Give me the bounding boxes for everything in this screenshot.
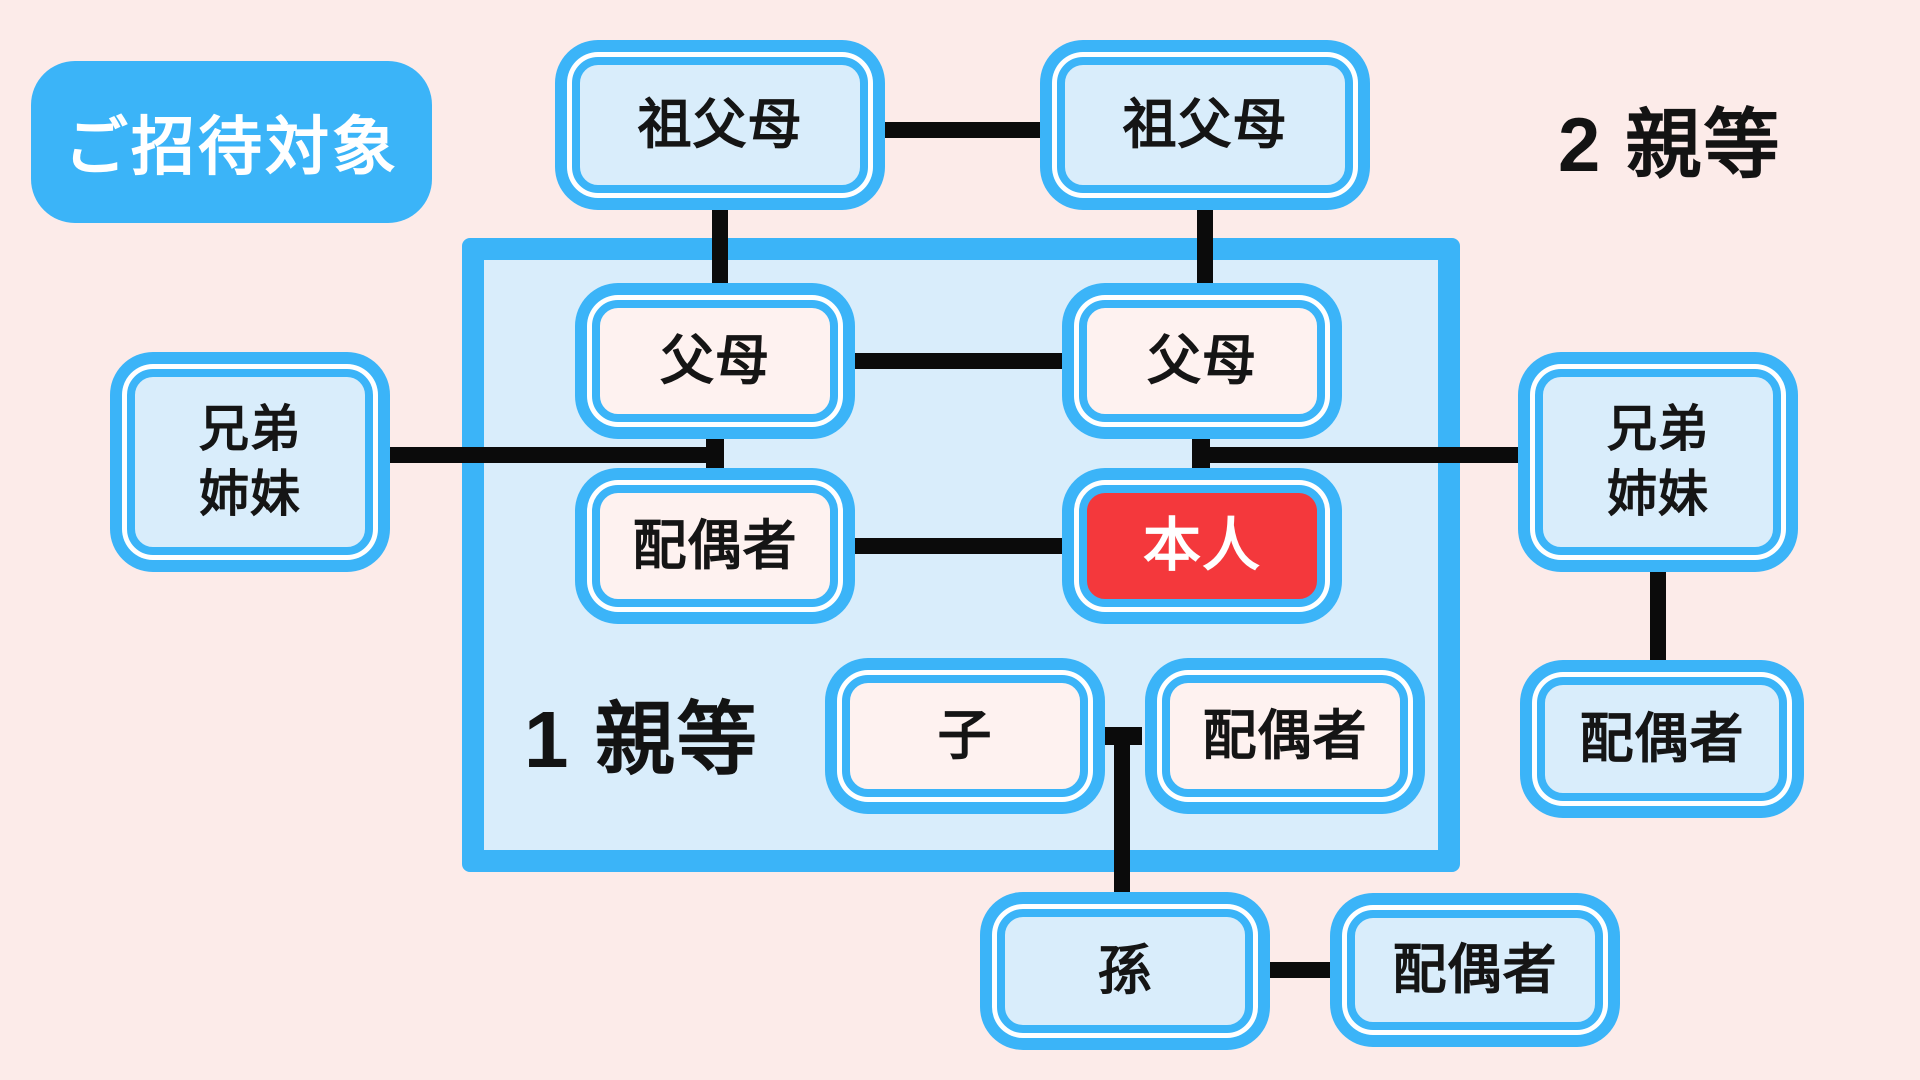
node-parents-right-label: 父母 [1147,330,1257,391]
connector-siblings-left-endcap [706,439,724,470]
node-siblings-right-spouse-label: 配偶者 [1579,708,1745,769]
connector-self-spouse-couple [855,538,1062,554]
connector-grandchild-couple [1270,962,1330,978]
node-siblings-left: 兄弟 姉妹 [127,369,373,555]
node-child: 子 [842,675,1088,797]
node-child-label: 子 [937,705,993,766]
connector-grandparents-right-to-parents [1197,206,1213,288]
connector-sibling-right-to-spouse [1650,572,1666,662]
node-grandparents-left: 祖父母 [572,57,868,193]
node-siblings-left-label: 兄弟 姉妹 [199,401,301,522]
node-grandchild-spouse-label: 配偶者 [1392,939,1558,1000]
connector-grandparents-left-to-parents [712,206,728,288]
second-degree-label: 2 親等 [1558,103,1782,188]
connector-siblings-right [1194,447,1522,463]
node-grandparents-left-label: 祖父母 [637,94,803,155]
connector-siblings-left [388,447,718,463]
node-grandparents-right: 祖父母 [1057,57,1353,193]
node-parents-right: 父母 [1079,300,1325,422]
node-self-label: 本人 [1142,513,1261,579]
invite-target-badge: ご招待対象 [31,61,432,223]
node-self-spouse-label: 配偶者 [632,515,798,576]
node-child-spouse-label: 配偶者 [1202,705,1368,766]
node-self-spouse: 配偶者 [592,485,838,607]
node-siblings-right: 兄弟 姉妹 [1535,369,1781,555]
connector-child-to-grandchild [1114,733,1130,894]
node-child-spouse: 配偶者 [1162,675,1408,797]
node-siblings-right-spouse: 配偶者 [1537,677,1787,801]
node-grandchild-label: 孫 [1097,940,1153,1001]
connector-siblings-right-endcap [1192,439,1210,470]
node-siblings-right-label: 兄弟 姉妹 [1607,401,1709,522]
node-grandparents-right-label: 祖父母 [1122,94,1288,155]
first-degree-label: 1 親等 [524,695,759,784]
connector-parents-couple [855,353,1062,369]
node-parents-left-label: 父母 [660,330,770,391]
node-grandchild-spouse: 配偶者 [1347,910,1603,1030]
node-self: 本人 [1079,485,1325,607]
invite-target-badge-label: ご招待対象 [64,111,399,183]
node-grandchild: 孫 [997,909,1253,1033]
node-parents-left: 父母 [592,300,838,422]
connector-grandparents-couple [885,122,1040,138]
